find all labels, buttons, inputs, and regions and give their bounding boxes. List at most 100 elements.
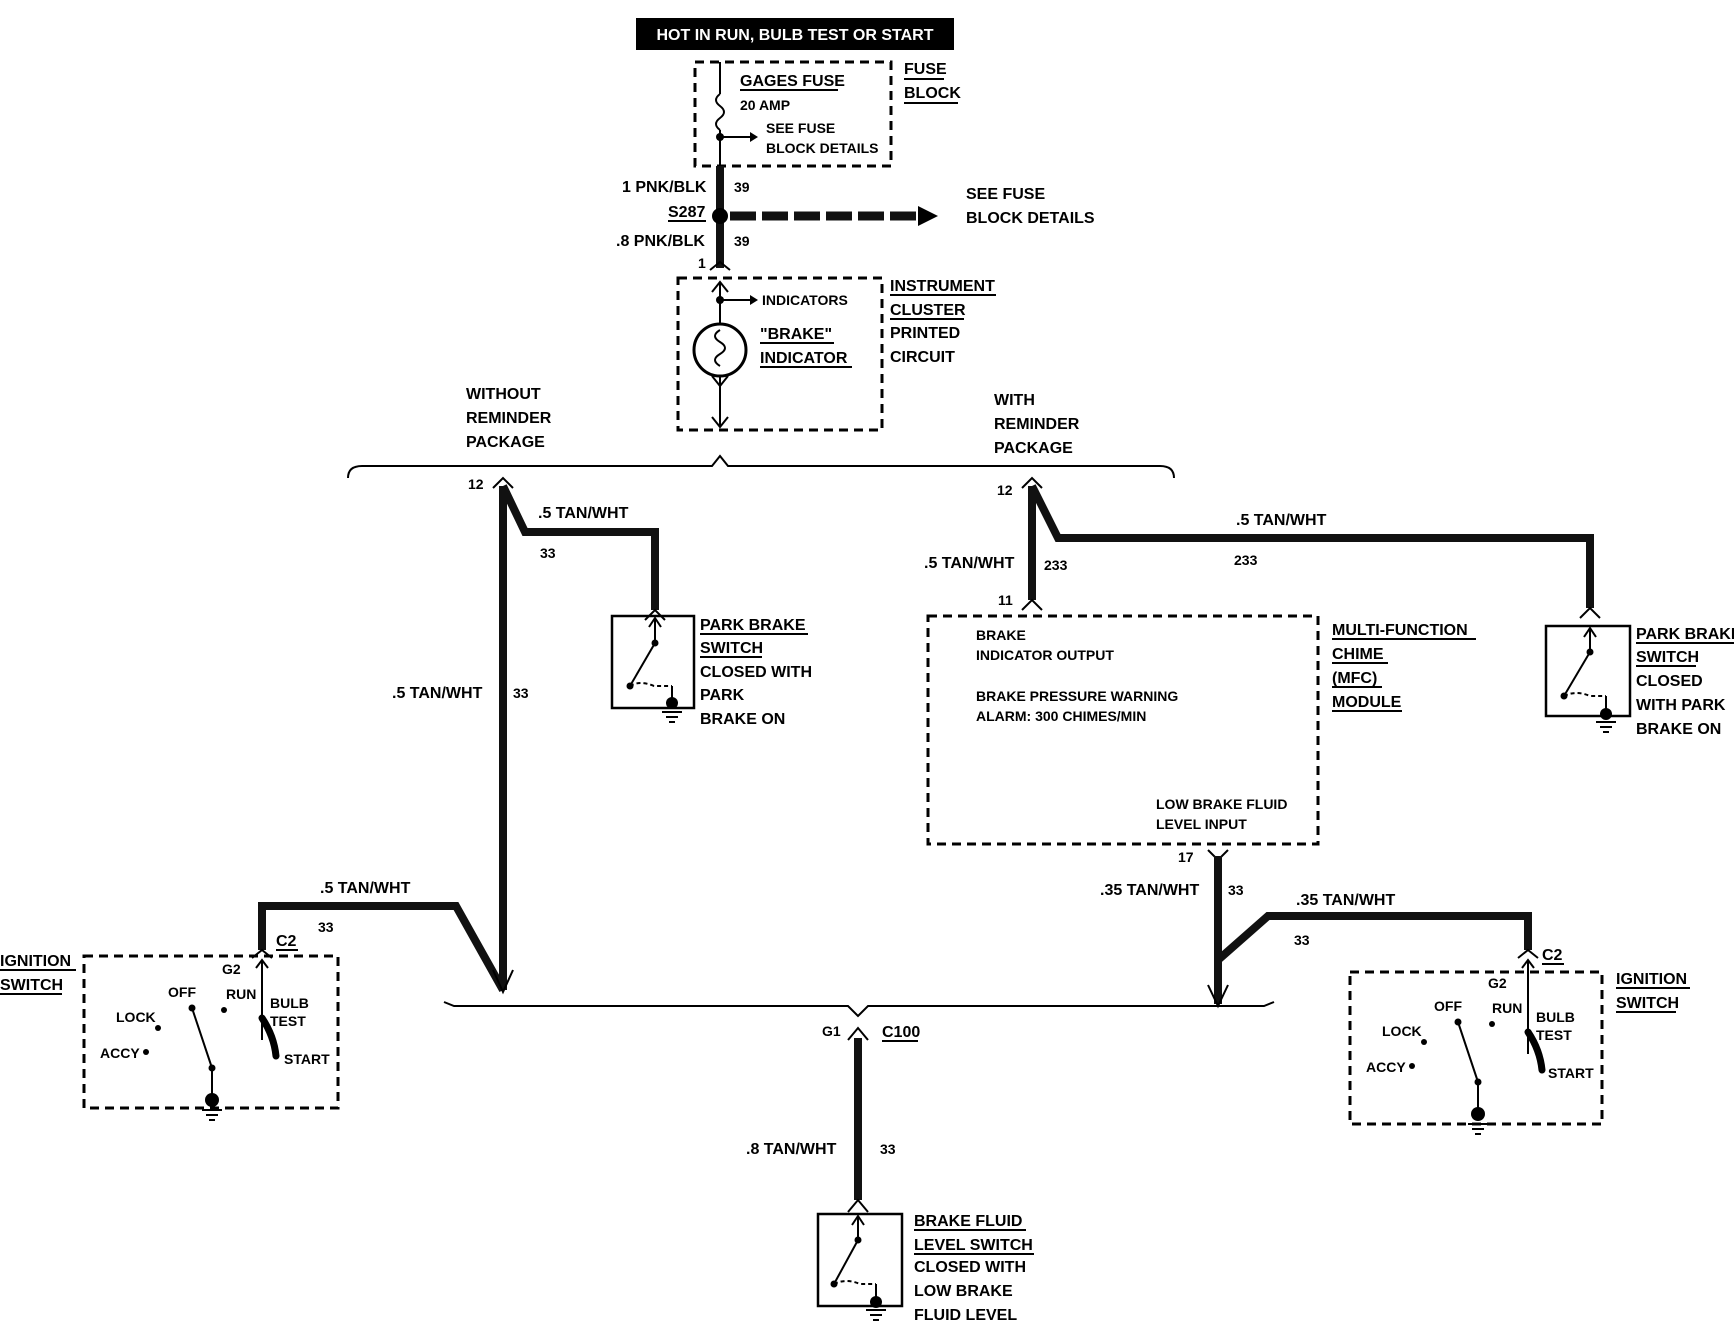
with-label2: REMINDER bbox=[994, 416, 1080, 433]
brake-fluid-level-switch: BRAKE FLUID LEVEL SWITCH CLOSED WITH LOW… bbox=[816, 1198, 1034, 1324]
left-start-contact-icon bbox=[258, 1014, 280, 1060]
feed-circuit: 1 PNK/BLK 39 S287 .8 PNK/BLK 39 SEE FUSE… bbox=[616, 166, 1095, 271]
fluid-label2: LEVEL SWITCH bbox=[914, 1237, 1033, 1254]
pin-g1: G1 bbox=[822, 1023, 841, 1039]
right-park-label2: SWITCH bbox=[1636, 649, 1699, 666]
mfc-label1: MULTI-FUNCTION bbox=[1332, 622, 1468, 639]
fuse-block-label1: FUSE bbox=[904, 61, 947, 78]
right-ignition-label1: IGNITION bbox=[1616, 971, 1687, 988]
without-label2: REMINDER bbox=[466, 410, 552, 427]
wire-label-top: 1 PNK/BLK bbox=[622, 179, 707, 196]
right-circuit-b-label: 233 bbox=[1044, 557, 1068, 573]
right-park-label4: WITH PARK bbox=[1636, 697, 1726, 714]
left-circuit: 12 .5 TAN/WHT 33 .5 TAN/WHT 33 .5 TAN/WH… bbox=[258, 476, 659, 995]
instrument-cluster: INDICATORS "BRAKE" INDICATOR INSTRUMENT … bbox=[676, 260, 996, 432]
ground-bus: G1 C100 .8 TAN/WHT 33 bbox=[443, 1001, 1275, 1200]
left-lock-label: LOCK bbox=[116, 1009, 156, 1025]
fluid-label4: LOW BRAKE bbox=[914, 1283, 1013, 1300]
left-wire-a-label: .5 TAN/WHT bbox=[538, 505, 629, 522]
right-ignition-switch: IGNITION SWITCH C2 G2 OFF RUN LOCK ACCY … bbox=[1348, 947, 1690, 1135]
left-circuit-c-label: 33 bbox=[318, 919, 334, 935]
right-park-switch-outline bbox=[1544, 624, 1632, 718]
brake-indicator-label1: "BRAKE" bbox=[760, 326, 832, 343]
right-start-contact-icon bbox=[1524, 1028, 1546, 1074]
connector-c100: C100 bbox=[882, 1024, 920, 1041]
right-park-label3: CLOSED bbox=[1636, 673, 1703, 690]
brake-bulb-icon bbox=[692, 322, 748, 378]
right-bulb-label1: BULB bbox=[1536, 1009, 1575, 1025]
left-park-label1: PARK BRAKE bbox=[700, 617, 806, 634]
left-wire-c-label: .5 TAN/WHT bbox=[320, 880, 411, 897]
arrow-right-icon bbox=[918, 206, 938, 226]
right-park-brake-switch: PARK BRAKE SWITCH CLOSED WITH PARK BRAKE… bbox=[1544, 606, 1734, 738]
bottom-circuit-label: 33 bbox=[880, 1141, 896, 1157]
right-lock-label: LOCK bbox=[1382, 1023, 1422, 1039]
left-wire-to-ignition bbox=[258, 902, 507, 992]
right-start-label: START bbox=[1548, 1065, 1594, 1081]
left-ignition-label2: SWITCH bbox=[0, 977, 63, 994]
left-park-label5: BRAKE ON bbox=[700, 711, 785, 728]
left-park-label4: PARK bbox=[700, 687, 745, 704]
variant-brace: WITHOUT REMINDER PACKAGE WITH REMINDER P… bbox=[347, 386, 1175, 479]
mfc-module: BRAKE INDICATOR OUTPUT BRAKE PRESSURE WA… bbox=[926, 614, 1476, 846]
splice-details-line2: BLOCK DETAILS bbox=[966, 210, 1095, 227]
left-park-label2: SWITCH bbox=[700, 640, 763, 657]
cluster-label4: CIRCUIT bbox=[890, 349, 955, 366]
mfc-pin-17: 17 bbox=[1178, 849, 1194, 865]
mfc-input-line1: LOW BRAKE FLUID bbox=[1156, 796, 1287, 812]
left-park-brake-switch: PARK BRAKE SWITCH CLOSED WITH PARK BRAKE… bbox=[610, 608, 812, 728]
right-wire-b-label: .5 TAN/WHT bbox=[924, 555, 1015, 572]
circuit-label-bottom: 39 bbox=[734, 233, 750, 249]
indicators-label: INDICATORS bbox=[762, 292, 848, 308]
left-park-switch-outline bbox=[610, 614, 696, 710]
right-pin-12: 12 bbox=[997, 482, 1013, 498]
right-connector-c2: C2 bbox=[1542, 947, 1563, 964]
right-circuit-a-label: 233 bbox=[1234, 552, 1258, 568]
right-wire-c-label: .35 TAN/WHT bbox=[1100, 882, 1199, 899]
right-circuit-d-label: 33 bbox=[1294, 932, 1310, 948]
right-wire-to-park-switch bbox=[1028, 484, 1594, 608]
left-connector-c2: C2 bbox=[276, 933, 297, 950]
fuse-icon bbox=[715, 93, 725, 131]
left-accy-label: ACCY bbox=[100, 1045, 140, 1061]
mfc-alarm-line2: ALARM: 300 CHIMES/MIN bbox=[976, 708, 1146, 724]
cluster-label3: PRINTED bbox=[890, 325, 960, 342]
left-off-label: OFF bbox=[168, 984, 196, 1000]
mfc-outline bbox=[926, 614, 1320, 846]
left-circuit-a-label: 33 bbox=[540, 545, 556, 561]
left-ignition-label1: IGNITION bbox=[0, 953, 71, 970]
mfc-alarm-line1: BRAKE PRESSURE WARNING bbox=[976, 688, 1178, 704]
with-label1: WITH bbox=[994, 392, 1035, 409]
bottom-wire-label: .8 TAN/WHT bbox=[746, 1141, 837, 1158]
left-ignition-outline bbox=[82, 954, 340, 1110]
right-wire-d-label: .35 TAN/WHT bbox=[1296, 892, 1395, 909]
cluster-outline bbox=[676, 276, 884, 432]
right-accy-label: ACCY bbox=[1366, 1059, 1406, 1075]
left-wire-to-park-switch bbox=[499, 484, 659, 610]
mfc-input-line2: LEVEL INPUT bbox=[1156, 816, 1247, 832]
mfc-label4: MODULE bbox=[1332, 694, 1402, 711]
header-text: HOT IN RUN, BULB TEST OR START bbox=[656, 27, 933, 44]
right-pin-g2: G2 bbox=[1488, 975, 1507, 991]
fuse-block: GAGES FUSE 20 AMP SEE FUSE BLOCK DETAILS… bbox=[693, 60, 961, 168]
brake-indicator-label2: INDICATOR bbox=[760, 350, 848, 367]
circuit-label-top: 39 bbox=[734, 179, 750, 195]
power-source-header: HOT IN RUN, BULB TEST OR START bbox=[636, 18, 954, 50]
mfc-output-line1: BRAKE bbox=[976, 627, 1026, 643]
fuse-rating: 20 AMP bbox=[740, 97, 790, 113]
right-ignition-outline bbox=[1348, 970, 1604, 1126]
right-park-label5: BRAKE ON bbox=[1636, 721, 1721, 738]
right-park-label1: PARK BRAKE bbox=[1636, 626, 1734, 643]
fluid-switch-outline bbox=[816, 1212, 904, 1308]
right-ignition-label2: SWITCH bbox=[1616, 995, 1679, 1012]
with-label3: PACKAGE bbox=[994, 440, 1073, 457]
left-ignition-switch: IGNITION SWITCH C2 G2 OFF RUN LOCK ACCY … bbox=[0, 933, 340, 1121]
right-wire-a-label: .5 TAN/WHT bbox=[1236, 512, 1327, 529]
right-circuit: 12 .5 TAN/WHT 233 .5 TAN/WHT 233 11 17 .… bbox=[924, 476, 1594, 1009]
right-bulb-label2: TEST bbox=[1536, 1027, 1572, 1043]
left-park-label3: CLOSED WITH bbox=[700, 664, 812, 681]
fluid-label5: FLUID LEVEL bbox=[914, 1307, 1017, 1324]
fluid-label3: CLOSED WITH bbox=[914, 1259, 1026, 1276]
left-wire-b-label: .5 TAN/WHT bbox=[392, 685, 483, 702]
left-circuit-b-label: 33 bbox=[513, 685, 529, 701]
